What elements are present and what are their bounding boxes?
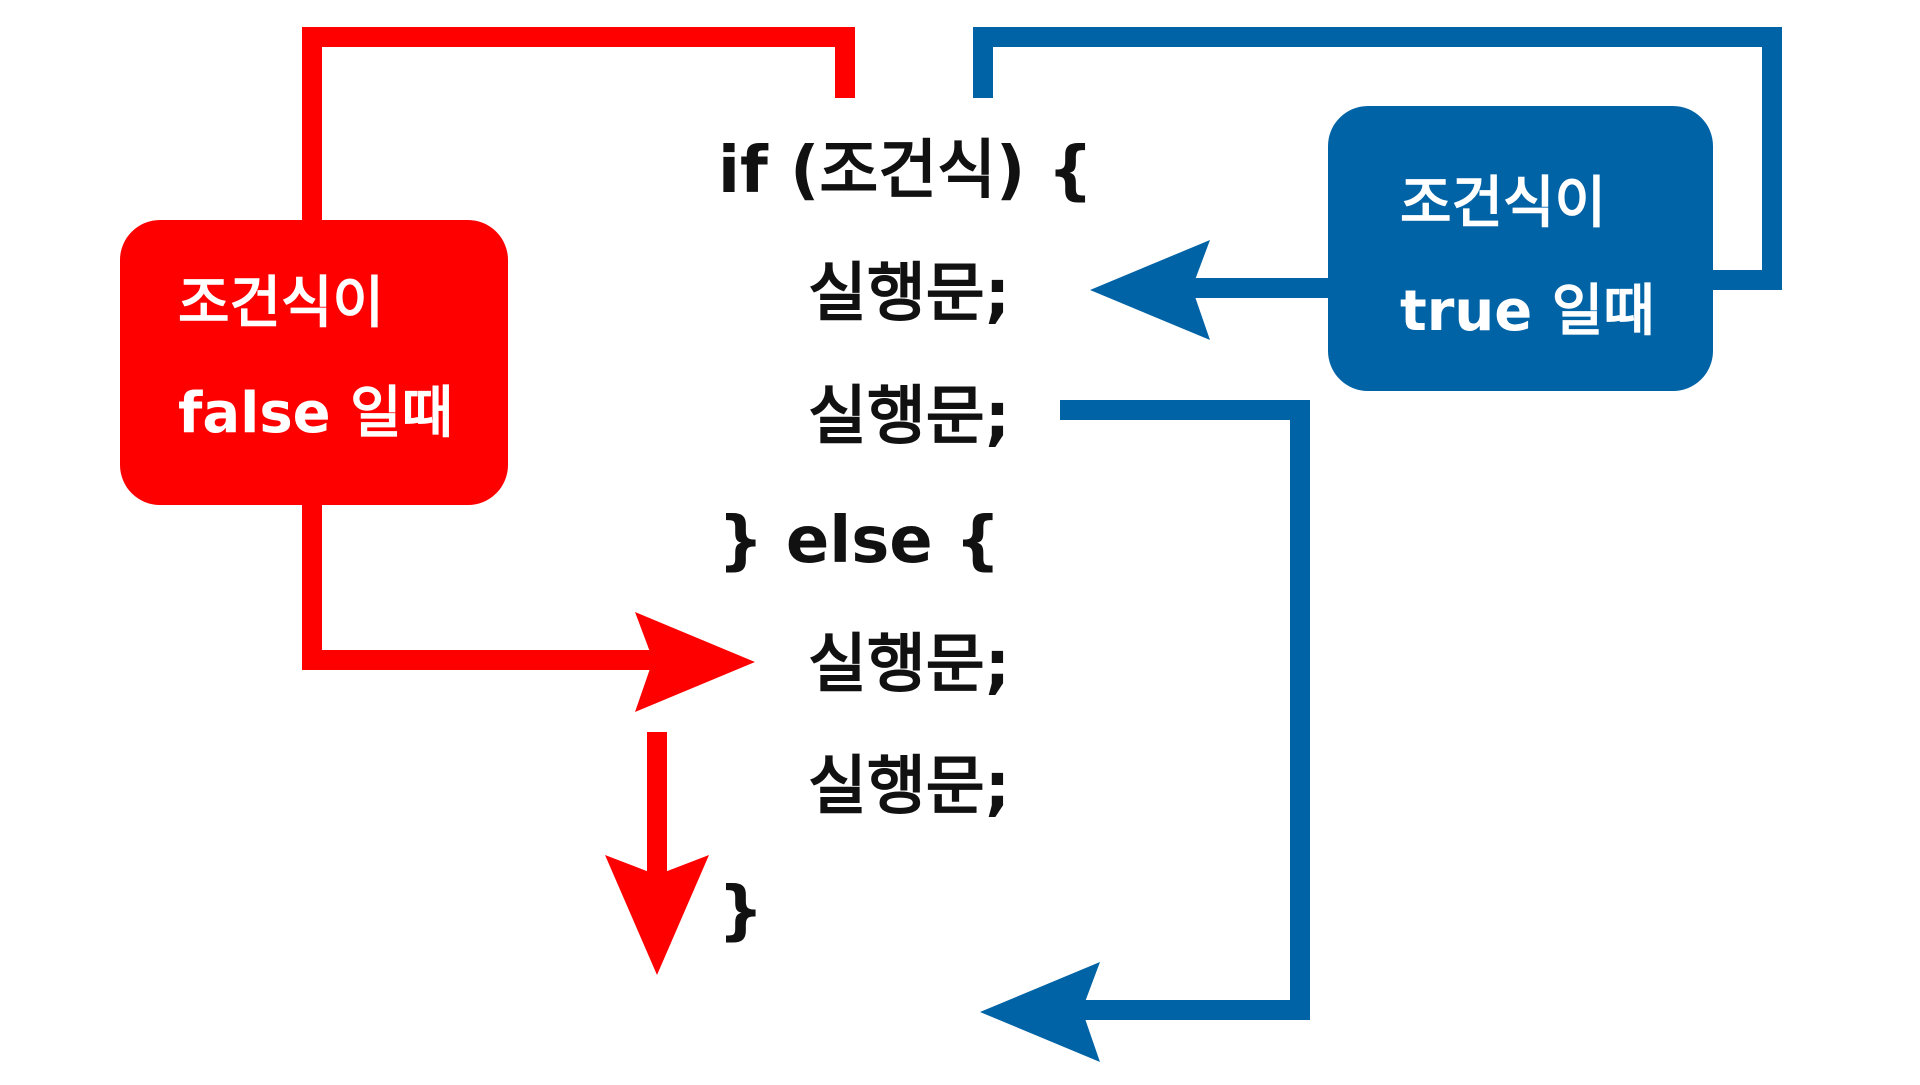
false-condition-box: [120, 220, 508, 505]
code-true-statement-1: 실행문;: [808, 257, 1010, 331]
code-else-line: } else {: [718, 504, 1001, 578]
false-path-to-else: [302, 500, 660, 670]
false-path-exit-arrow-head: [605, 855, 709, 975]
false-box-line-1: 조건식이: [178, 271, 384, 336]
false-path-arrow-head-right: [635, 612, 755, 712]
true-box-line-2: true 일때: [1400, 279, 1655, 344]
false-box-line-2: false 일때: [178, 381, 453, 446]
false-path-top-loop: [302, 27, 855, 230]
code-if-line: if (조건식) {: [718, 134, 1093, 208]
code-true-statement-2: 실행문;: [808, 380, 1010, 454]
code-close-brace: }: [718, 874, 764, 948]
true-path-top-loop: [973, 27, 1782, 290]
true-path-skip-else: [1060, 400, 1310, 1020]
true-condition-box: [1328, 106, 1713, 391]
true-path-exit-arrow-head: [980, 962, 1100, 1062]
true-box-line-1: 조건식이: [1400, 171, 1606, 236]
code-false-statement-1: 실행문;: [808, 628, 1010, 702]
code-false-statement-2: 실행문;: [808, 750, 1010, 824]
true-path-arrow-head-left: [1090, 240, 1210, 340]
